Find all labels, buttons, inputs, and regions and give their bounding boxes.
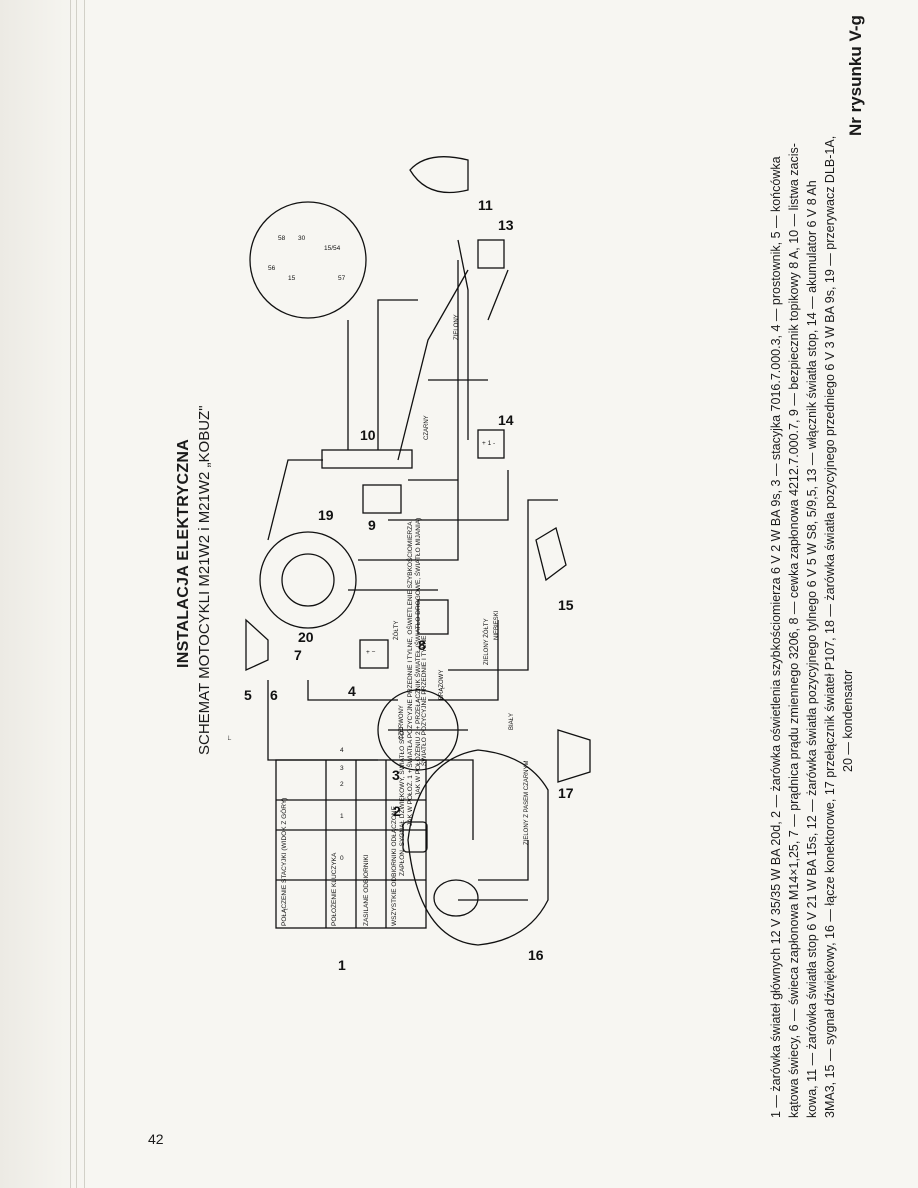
terminal-56: 56 [268, 265, 276, 272]
headlamp-bulb [433, 879, 479, 917]
wire-label-czarny: CZARNY [424, 415, 430, 440]
key-position-3: 3 [340, 765, 344, 772]
component-number-15: 15 [558, 597, 574, 613]
terminal-strip [321, 449, 413, 469]
table-header-key-position: POŁOŻENIE KLUCZYKA [329, 852, 338, 926]
diagram-title: INSTALACJA ELEKTRYCZNA [175, 438, 192, 668]
tail-lamp [409, 156, 469, 194]
wire-label-niebieski: NIEBIESKI [494, 610, 500, 640]
terminal-30: 30 [298, 235, 306, 242]
figure-reference: Nr rysunku V-g [846, 15, 865, 136]
legend-line-3: kowa, 11 — żarówka światła stop 6 V 21 W… [805, 180, 819, 1118]
component-number-16: 16 [528, 947, 544, 963]
component-number-5: 5 [244, 687, 252, 703]
component-number-20: 20 [298, 629, 314, 645]
binding-line [70, 0, 71, 1188]
component-number-14: 14 [498, 412, 514, 428]
key-position-4: 4 [340, 747, 344, 754]
key-position-1: 1 [340, 813, 344, 820]
table-header-consumers: ZASILANE ODBIORNIKI [363, 854, 370, 926]
component-number-19: 19 [318, 507, 334, 523]
wire-label-bialy: BIAŁY [509, 713, 515, 730]
horn [535, 527, 567, 582]
table-header-connection: POŁĄCZENIE STACYJKI (WIDOK Z GÓRY) [279, 798, 288, 926]
consumers-position-2: JAK W POŁOŻ. 1 + ŚWIATŁA POZYCYJNE PRZED… [405, 521, 414, 826]
ignition-switch-upper [249, 201, 367, 319]
component-number-17: 17 [558, 785, 574, 801]
legend-line-1: 1 — żarówka świateł głównych 12 V 35/35 … [769, 156, 783, 1118]
consumers-position-3: JAK W POŁOŻENIU 2 + PRZEŁĄCZNIK ŚWIATEŁ … [413, 518, 422, 796]
stop-switch [477, 239, 505, 269]
terminal-15-54: 15/54 [324, 245, 341, 252]
terminal-58: 58 [278, 235, 286, 242]
wire-label-brazowy: BRĄZOWY [439, 670, 445, 700]
wire-label-czerwony: CZERWONY [399, 705, 405, 740]
light-switch [557, 729, 591, 783]
legend-line-5: 20 — kondensator [841, 669, 855, 772]
component-number-6: 6 [270, 687, 278, 703]
ground-symbol: ⊥ [228, 735, 232, 742]
terminal-57: 57 [338, 275, 346, 282]
wiring-diagram: 1 2 3 4 5 6 7 8 9 10 11 13 14 15 16 17 1… [228, 156, 591, 973]
component-number-13: 13 [498, 217, 514, 233]
consumers-position-4: ŚWIATŁO POZYCYJNE PRZEDNIE I TYLNE [419, 635, 428, 766]
component-number-1: 1 [338, 957, 346, 973]
wire-label-zielony-zolty: ZIELONY ŻÓŁTY [483, 618, 490, 665]
wire-label-zolty: ŻÓŁTY [393, 621, 400, 640]
battery [477, 429, 505, 459]
component-number-9: 9 [368, 517, 376, 533]
ignition-coil [417, 599, 449, 635]
rectifier [359, 639, 389, 669]
component-number-7: 7 [294, 647, 302, 663]
consumers-position-1: ZAPŁON, SYGNAŁ DŹWIĘKOWY, ŚWIATŁO STOP [397, 726, 406, 876]
wire-label-zielony: ZIELONY [454, 314, 460, 340]
key-position-0: 0 [340, 855, 344, 862]
speedometer-bulb [402, 821, 428, 853]
fuse [362, 484, 402, 514]
page-number: 42 [148, 1131, 164, 1147]
terminal-15: 15 [288, 275, 296, 282]
battery-mark: + 1 - [482, 440, 495, 447]
consumers-position-0: WSZYSTKIE ODBIORNIKI ODŁĄCZONE [391, 805, 398, 926]
component-number-2: 2 [393, 803, 401, 819]
binding-line [76, 0, 77, 1188]
legend-line-4: 3MA3, 15 — sygnał dźwiękowy, 16 — łącze … [823, 135, 837, 1118]
component-number-4: 4 [348, 683, 356, 699]
key-position-2: 2 [340, 781, 344, 788]
component-number-10: 10 [360, 427, 376, 443]
book-binding-shadow [0, 0, 92, 1188]
rectifier-mark: + − [366, 649, 376, 656]
legend-line-2: kątowa świecy, 6 — świeca zapłonowa M14×… [787, 143, 801, 1118]
component-number-8: 8 [418, 637, 426, 653]
binding-line [84, 0, 85, 1188]
generator [259, 531, 357, 629]
headlamp-housing [407, 749, 549, 946]
component-number-3: 3 [392, 767, 400, 783]
component-number-11-12: 11 [478, 197, 493, 213]
generator-rotor [281, 553, 335, 607]
spark-plug [245, 618, 269, 672]
wire-label-zielony-pasek: ZIELONY Z PASEM CZARNYM [524, 761, 530, 845]
diagram-subtitle: SCHEMAT MOTOCYKLI M21W2 i M21W2 „KOBUZ" [196, 405, 213, 755]
